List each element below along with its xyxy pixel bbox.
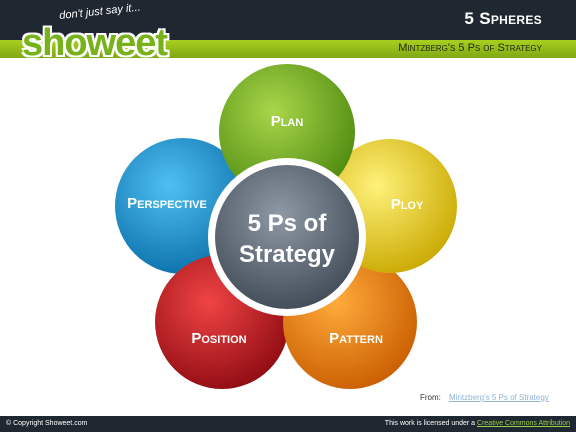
label-plan: Plan xyxy=(271,113,304,130)
showeet-logo[interactable]: don't just say it... showeet xyxy=(10,2,180,70)
page-title: 5 Spheres xyxy=(464,9,542,28)
center-label-line2: Strategy xyxy=(239,241,336,268)
license-link[interactable]: Creative Commons Attribution xyxy=(477,420,570,427)
label-ploy: Ploy xyxy=(391,196,424,213)
logo-wordmark: showeet xyxy=(22,22,168,64)
footer-license: This work is licensed under a Creative C… xyxy=(385,420,570,427)
label-perspective: Perspective xyxy=(127,195,207,212)
subtitle-band xyxy=(0,40,576,58)
source-label: From: xyxy=(420,393,441,402)
label-position: Position xyxy=(191,330,246,347)
footer-copyright: © Copyright Showeet.com xyxy=(6,420,88,427)
source-link[interactable]: Mintzberg's 5 Ps of Strategy xyxy=(449,393,549,402)
label-pattern: Pattern xyxy=(329,330,383,347)
header-bar xyxy=(0,0,576,40)
center-label-line1: 5 Ps of xyxy=(248,210,328,237)
footer-bar: © Copyright Showeet.com This work is lic… xyxy=(0,416,576,432)
center-sphere xyxy=(215,165,359,309)
page-subtitle: Mintzberg's 5 Ps of Strategy xyxy=(398,42,542,54)
license-text: This work is licensed under a xyxy=(384,420,478,427)
